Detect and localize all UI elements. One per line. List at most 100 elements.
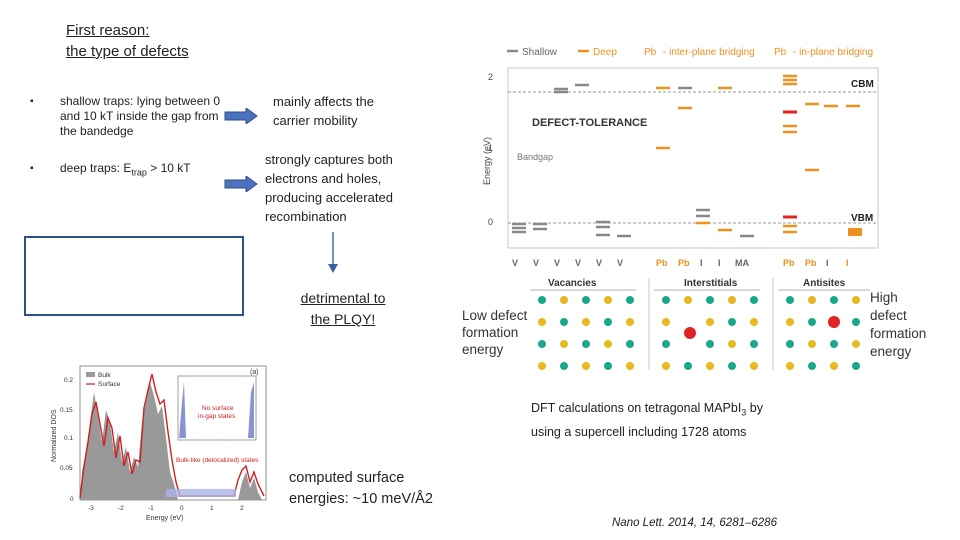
figure-legend: Shallow Deep Pb - inter-plane bridging P…	[507, 47, 873, 58]
cbm-label: CBM	[851, 79, 874, 90]
legend-deep: Deep	[593, 47, 617, 58]
bullet-dot: ▪	[30, 96, 34, 107]
antisite-lattice	[786, 296, 860, 370]
defect-x-labels-gray: I I MA I	[700, 258, 829, 268]
low-line-1: Low defect	[462, 308, 528, 323]
note-surface-energies: computed surface energies: ~10 meV/Å2	[289, 468, 433, 510]
dft-line-1-suffix: by	[746, 401, 763, 415]
dos-y-label: Normalized DOS	[51, 409, 58, 462]
low-line-2: formation	[462, 325, 518, 340]
svg-text:Pb: Pb	[783, 258, 795, 268]
bulk-dos-area-cb	[238, 472, 262, 500]
heading-line-1: First reason:	[66, 22, 150, 39]
inset-note-1: No surface	[202, 405, 234, 412]
bullet-dot: ▪	[30, 163, 34, 174]
svg-text:Pb: Pb	[678, 258, 690, 268]
bulk-like-band	[166, 489, 236, 497]
dft-line-1: DFT calculations on tetragonal MAPbI	[531, 401, 742, 415]
high-line-1: High	[870, 290, 898, 305]
legend-shallow: Shallow	[522, 47, 558, 58]
ytick-1: 1	[488, 143, 493, 153]
svg-text:V: V	[512, 258, 518, 268]
note-deep-traps: strongly captures both electrons and hol…	[265, 152, 393, 224]
svg-text:V: V	[596, 258, 602, 268]
dos-xtick: -3	[88, 505, 94, 512]
dos-inset	[177, 375, 257, 441]
bullet-shallow-text: shallow traps: lying between 0 and 10 kT…	[60, 94, 221, 138]
legend-bulk: Bulk	[98, 372, 111, 379]
detrimental-line-2: the PLQY!	[310, 311, 376, 327]
high-line-4: energy	[870, 344, 912, 359]
dos-xtick: -1	[148, 505, 154, 512]
legend-pb-inter: Pb	[644, 47, 657, 58]
dos-x-label: Energy (eV)	[146, 515, 183, 522]
dft-line-2: using a supercell including 1728 atoms	[531, 424, 747, 439]
legend-inter-plane: - inter-plane bridging	[663, 47, 755, 58]
legend-surface: Surface	[98, 381, 121, 388]
low-line-3: energy	[462, 342, 504, 357]
vbm-label: VBM	[851, 213, 873, 224]
detrimental-line-1: detrimental to	[300, 290, 386, 306]
dos-figure: No surface in-gap states Bulk-like (delo…	[51, 365, 267, 522]
right-arrow-icon	[224, 108, 258, 124]
surface-dos-curve	[79, 373, 265, 499]
bullet-shallow-traps: ▪ shallow traps: lying between 0 and 10 …	[30, 94, 230, 139]
legend-pb-in: Pb	[774, 47, 787, 58]
defect-x-labels-orange: Pb Pb Pb Pb I	[656, 258, 849, 268]
y-axis-label: Energy (eV)	[482, 137, 492, 185]
svg-text:V: V	[554, 258, 560, 268]
ytick-2: 2	[488, 72, 493, 82]
defect-levels-figure: Shallow Deep Pb - inter-plane bridging P…	[462, 47, 926, 370]
svg-text:I: I	[718, 258, 721, 268]
note-mobility: mainly affects the carrier mobility	[273, 94, 374, 128]
svg-text:I: I	[846, 258, 849, 268]
svg-text:V: V	[533, 258, 539, 268]
surface-line-2: energies: ~10 meV/Å2	[289, 491, 433, 507]
svg-text:I: I	[826, 258, 829, 268]
dos-ytick: 0	[70, 496, 74, 503]
svg-text:I: I	[700, 258, 703, 268]
dos-xtick: 1	[210, 505, 214, 512]
legend-in-plane: - in-plane bridging	[793, 47, 873, 58]
heading-line-2: the type of defects	[66, 43, 189, 60]
dos-ytick: 0.05	[60, 465, 73, 472]
slide-heading: First reason: the type of defects	[66, 20, 189, 62]
empty-frame	[24, 236, 244, 316]
inset-note-3: Bulk-like (delocalized) states	[176, 457, 259, 464]
bullet-deep-traps: ▪ deep traps: Etrap > 10 kT	[30, 161, 230, 180]
low-formation-label: Low defect formation energy	[462, 308, 528, 357]
vbm-orange-block	[848, 228, 862, 236]
dos-ytick: 0.1	[64, 435, 73, 442]
dos-xtick: 0	[180, 505, 184, 512]
dos-ytick: 0.15	[60, 407, 73, 414]
bullet-deep-suffix: > 10 kT	[146, 161, 191, 175]
inset-note-2: in-gap states	[198, 413, 236, 420]
svg-text:Pb: Pb	[656, 258, 668, 268]
bandgap-label: Bandgap	[517, 152, 553, 162]
interstitial-lattice	[662, 296, 758, 370]
svg-text:Pb: Pb	[805, 258, 817, 268]
down-arrow-icon	[328, 232, 338, 273]
dos-xtick: -2	[118, 505, 124, 512]
bulk-dos-area	[80, 382, 178, 500]
svg-text:V: V	[617, 258, 623, 268]
shallow-levels	[512, 83, 754, 238]
red-levels	[783, 110, 797, 219]
group-antisites: Antisites	[803, 278, 846, 289]
group-vacancies: Vacancies	[548, 278, 597, 289]
panel-label: (a)	[250, 369, 259, 376]
inset-cb-edge	[248, 382, 254, 438]
dft-subscript: 3	[741, 407, 747, 418]
defect-tolerance-label: DEFECT-TOLERANCE	[532, 117, 647, 129]
svg-text:V: V	[575, 258, 581, 268]
svg-text:MA: MA	[735, 258, 749, 268]
note-detrimental: detrimental to the PLQY!	[283, 288, 403, 330]
dos-xtick: 2	[240, 505, 244, 512]
high-line-3: formation	[870, 326, 926, 341]
ytick-0: 0	[488, 217, 493, 227]
high-line-2: defect	[870, 308, 907, 323]
deep-levels	[656, 74, 860, 234]
note-dft: DFT calculations on tetragonal MAPbI3 by…	[531, 399, 763, 442]
citation: Nano Lett. 2014, 14, 6281–6286	[612, 517, 777, 529]
